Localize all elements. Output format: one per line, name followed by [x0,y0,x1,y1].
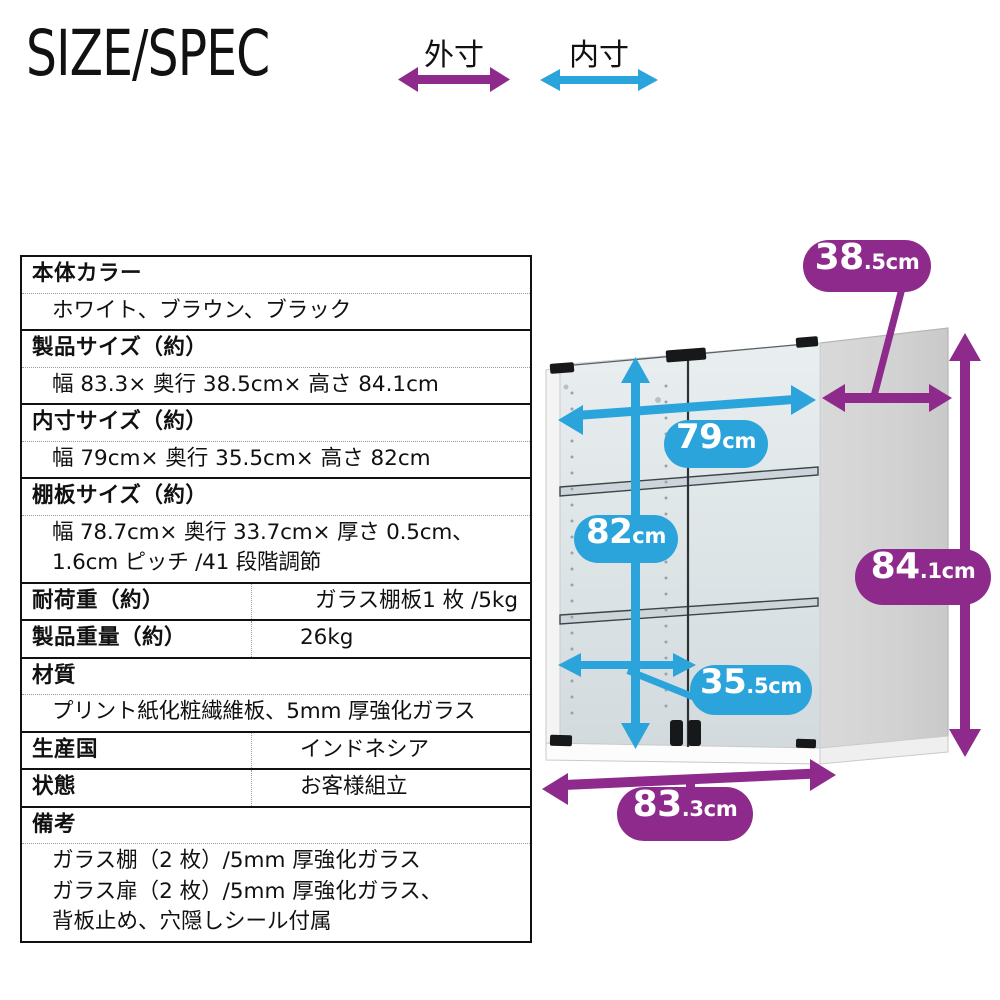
callout-width-outer-number: 83 [632,784,683,825]
spec-label-body-color: 本体カラー [32,261,143,286]
spec-label-weight: 製品重量（約） [22,621,252,657]
spec-label-condition: 状態 [22,770,252,806]
table-row: 幅 79cm× 奥行 35.5cm× 高さ 82cm [22,442,530,480]
spec-label-load-capacity: 耐荷重（約） [22,583,252,620]
spec-value-inner-size: 幅 79cm× 奥行 35.5cm× 高さ 82cm [52,445,431,471]
table-row: 製品サイズ（約） [22,331,530,368]
spec-label-product-size: 製品サイズ（約） [32,335,208,361]
callout-height-inner-number: 82 [585,512,633,552]
callout-width-inner-number: 79 [675,417,723,457]
spec-value-remarks-line3: 背板止め、穴隠しシール付属 [52,909,332,935]
callout-width-outer-unit: .3cm [681,797,738,821]
spec-label-material: 材質 [32,662,77,688]
page-header: SIZE/SPEC 外寸 内寸 [0,0,1000,140]
spec-value-body-color: ホワイト、ブラウン、ブラック [52,297,352,323]
callout-depth-outer-number: 38 [814,237,865,278]
spec-value-remarks: ガラス棚（2 枚）/5mm 厚強化ガラス ガラス扉（2 枚）/5mm 厚強化ガラ… [22,844,530,941]
callout-height-outer: 84.1cm [855,549,991,605]
callout-width-outer: 83.3cm [617,787,753,841]
table-row: 備考 [22,808,530,845]
callout-depth-inner: 35.5cm [690,665,812,715]
table-row: 耐荷重（約） ガラス棚板1 枚 /5kg [22,583,530,622]
legend-inner-dimension: 内寸 [540,28,658,100]
hinge-bottom-center-b [688,720,701,746]
hinge-top-center [665,347,707,363]
spec-value-material: プリント紙化粧繊維板、5mm 厚強化ガラス [52,699,476,725]
spec-label-country: 生産国 [22,732,252,769]
spec-label-shelf-size: 棚板サイズ（約） [32,483,208,509]
table-row: 幅 83.3× 奥行 38.5cm× 高さ 84.1cm [22,368,530,406]
peg-column-left [570,391,574,715]
table-row: 生産国 インドネシア [22,732,530,771]
product-illustration [528,215,1000,855]
door-top-edge-right [685,342,817,356]
spec-value-shelf-size-line1: 幅 78.7cm× 奥行 33.7cm× 厚さ 0.5cm、 [52,519,474,545]
spec-value-weight: 26kg [300,625,354,651]
hinge-top-left [549,362,575,374]
spec-value-shelf-size: 幅 78.7cm× 奥行 33.7cm× 厚さ 0.5cm、 1.6cm ピッチ… [22,516,530,582]
spec-label-remarks: 備考 [32,811,77,837]
spec-value-load-capacity: ガラス棚板1 枚 /5kg [315,587,518,613]
page-title: SIZE/SPEC [26,17,270,90]
callout-depth-outer-unit: .5cm [863,250,920,274]
cabinet-bottom-shadow [819,735,949,765]
callout-height-outer-number: 84 [870,546,921,587]
spec-value-remarks-line1: ガラス棚（2 枚）/5mm 厚強化ガラス [52,848,421,874]
cabinet-left-frame [545,366,561,748]
legend-outer-dimension: 外寸 [398,28,510,100]
callout-height-inner-unit: cm [632,524,667,548]
table-row: ホワイト、ブラウン、ブラック [22,294,530,332]
leader-line-depth [869,272,910,401]
spec-value-shelf-size-line2: 1.6cm ピッチ /41 段階調節 [52,550,321,576]
back-panel-screw [655,397,661,403]
table-row: 状態 お客様組立 [22,770,530,808]
hinge-top-right [795,336,819,348]
callout-width-inner-unit: cm [722,429,757,453]
spec-value-country: インドネシア [300,736,430,762]
table-row: 本体カラー [22,257,530,294]
hinge-bottom-left [549,734,573,747]
hinge-bottom-center-a [670,720,683,746]
table-row: 棚板サイズ（約） [22,479,530,516]
table-row: 内寸サイズ（約） [22,405,530,442]
back-panel-screw [563,384,569,390]
callout-height-outer-unit: .1cm [919,559,976,583]
table-row: 幅 78.7cm× 奥行 33.7cm× 厚さ 0.5cm、 1.6cm ピッチ… [22,516,530,584]
table-row: プリント紙化粧繊維板、5mm 厚強化ガラス [22,695,530,733]
specification-table: 本体カラー ホワイト、ブラウン、ブラック 製品サイズ（約） 幅 83.3× 奥行… [20,255,532,943]
legend-inner-label: 内寸 [569,38,629,73]
arrow-outer-depth [822,384,952,412]
door-top-edge-left [551,354,687,368]
callout-depth-inner-number: 35 [699,662,747,702]
spec-value-condition: お客様組立 [300,774,408,800]
display-cabinet-diagram [542,272,981,825]
table-row: 材質 [22,659,530,696]
double-arrow-icon-purple [398,67,510,92]
double-arrow-icon-cyan [540,69,658,91]
spec-label-inner-size: 内寸サイズ（約） [32,409,208,435]
table-row: ガラス棚（2 枚）/5mm 厚強化ガラス ガラス扉（2 枚）/5mm 厚強化ガラ… [22,844,530,941]
callout-depth-inner-unit: .5cm [746,674,803,698]
spec-value-remarks-line2: ガラス扉（2 枚）/5mm 厚強化ガラス、 [52,878,443,904]
callout-depth-outer: 38.5cm [803,240,931,292]
door-hinges [549,336,819,749]
hinge-bottom-right [795,738,817,749]
arrow-outer-height [949,333,981,757]
table-row: 製品重量（約） 26kg [22,621,530,659]
legend-outer-label: 外寸 [424,38,484,73]
spec-value-product-size: 幅 83.3× 奥行 38.5cm× 高さ 84.1cm [52,371,439,397]
